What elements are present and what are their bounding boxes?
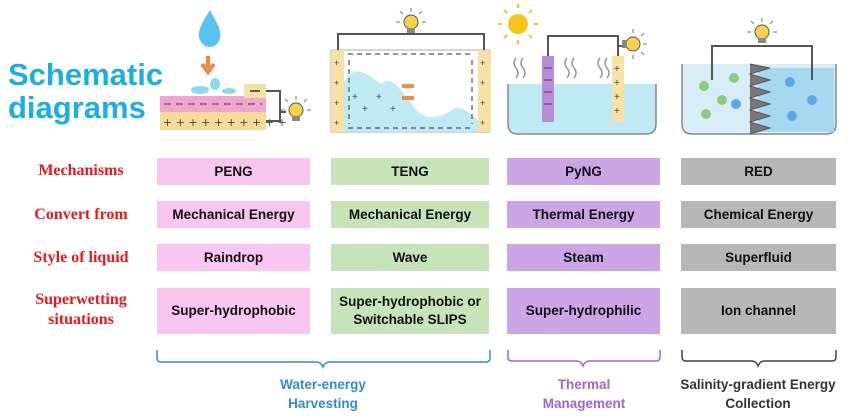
- cell-peng-energy: Mechanical Energy: [157, 201, 310, 228]
- svg-text:+: +: [480, 98, 485, 108]
- svg-text:+: +: [334, 58, 339, 68]
- cell-peng-wetting: Super-hydrophobic: [157, 288, 310, 334]
- svg-text:+: +: [614, 78, 620, 89]
- group-label-salinity: Salinity-gradient Energy Collection: [680, 377, 836, 411]
- svg-text:+: +: [334, 78, 339, 88]
- svg-text:+: +: [362, 104, 368, 115]
- page-title: Schematic diagrams: [8, 57, 164, 125]
- cell-red-mechanism: RED: [681, 158, 836, 185]
- cell-teng-energy: Mechanical Energy: [331, 201, 489, 228]
- cell-pyng-energy: Thermal Energy: [507, 201, 660, 228]
- svg-text:+: +: [334, 118, 339, 128]
- cell-pyng-mechanism: PyNG: [507, 158, 660, 185]
- row-label-superwetting-situations: Superwetting situations: [35, 291, 127, 328]
- pyng-illustration: + + + +: [498, 4, 657, 135]
- cell-red-wetting: Ion channel: [681, 288, 836, 334]
- cell-peng-liquid: Raindrop: [157, 244, 310, 271]
- cell-teng-mechanism: TENG: [331, 158, 489, 185]
- svg-text:+: +: [614, 92, 620, 103]
- svg-text:+: +: [480, 118, 485, 128]
- svg-text:+: +: [614, 64, 620, 75]
- svg-text:+: +: [376, 92, 382, 103]
- svg-text:+: +: [480, 58, 485, 68]
- svg-text:+: +: [390, 104, 396, 115]
- schematic-illustrations: + + + + + + + + + + + + + + + + + + + + + +: [160, 4, 837, 135]
- cell-peng-mechanism: PENG: [157, 158, 310, 185]
- red-illustration: [681, 17, 837, 135]
- row-label-style-of-liquid: Style of liquid: [33, 249, 129, 266]
- row-label-convert-from: Convert from: [34, 206, 128, 223]
- svg-text:+: +: [334, 98, 339, 108]
- teng-illustration: + + + + + + + + + + + +: [330, 7, 491, 133]
- cell-teng-liquid: Wave: [331, 244, 489, 271]
- group-label-water-energy: Water-energy Harvesting: [280, 377, 366, 411]
- cell-pyng-liquid: Steam: [507, 244, 660, 271]
- svg-text:+: +: [614, 106, 620, 117]
- cell-red-energy: Chemical Energy: [681, 201, 836, 228]
- cell-teng-wetting: Super-hydrophobic or Switchable SLIPS: [331, 288, 489, 334]
- group-label-thermal: Thermal Management: [542, 377, 626, 411]
- svg-text:+: +: [352, 92, 358, 103]
- cell-red-liquid: Superfluid: [681, 244, 836, 271]
- svg-text:+ + + + + + + + + +: + + + + + + + + + +: [163, 116, 287, 129]
- svg-text:+: +: [480, 78, 485, 88]
- cell-pyng-wetting: Super-hydrophilic: [507, 288, 660, 334]
- peng-illustration: + + + + + + + + + +: [160, 10, 312, 130]
- row-label-mechanisms: Mechanisms: [38, 162, 124, 179]
